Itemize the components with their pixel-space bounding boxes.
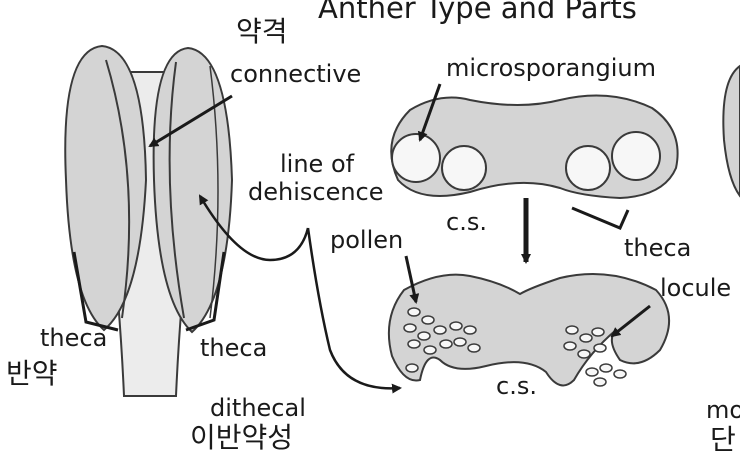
cross-section-top <box>391 96 677 199</box>
cross-section-bottom <box>389 274 669 386</box>
theca-right-label: theca <box>200 336 267 360</box>
cross-section-bottom-label: c.s. <box>496 374 537 398</box>
microsporangium-4 <box>612 132 660 180</box>
microsporangium-2 <box>442 146 486 190</box>
dithecal-label: dithecal <box>210 396 306 420</box>
microsporangium-1 <box>392 134 440 182</box>
microsporangium-label: microsporangium <box>446 56 656 80</box>
cross-section-top-label: c.s. <box>446 210 487 234</box>
connective-label: connective <box>230 62 361 86</box>
theca-korean-label: 반약 <box>6 360 58 388</box>
theca-bracket-cs <box>572 208 628 228</box>
monothecal-label-partial: mo <box>706 398 740 422</box>
line-of-label: line of <box>280 152 354 176</box>
locule-label: locule <box>660 276 731 300</box>
cs-bottom-outline <box>389 274 669 385</box>
microsporangium-3 <box>566 146 610 190</box>
dithecal-korean-label: 이반약성 <box>190 424 293 452</box>
pollen-label: pollen <box>330 228 403 252</box>
monothecal-korean-label-partial: 단 <box>710 426 736 454</box>
connective-korean-label: 약격 <box>236 18 288 46</box>
diagram-title: Anther Type and Parts <box>318 0 637 23</box>
dehiscence-label: dehiscence <box>248 180 384 204</box>
theca-cross-section-label: theca <box>624 236 691 260</box>
theca-left-label: theca <box>40 326 107 350</box>
monothecal-anther-partial <box>723 66 740 196</box>
